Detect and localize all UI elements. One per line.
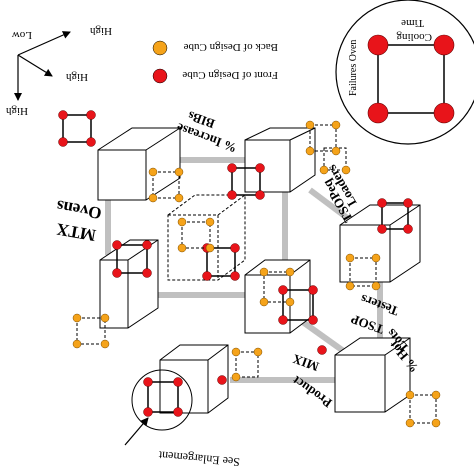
- enlargement-square: [377, 44, 445, 114]
- legend-front-label: Front of Design Cube: [182, 69, 278, 81]
- back-squares: [72, 120, 441, 428]
- see-enlargement-label: See Enlargement: [157, 448, 240, 469]
- see-enlargement: See Enlargement: [124, 417, 240, 469]
- label-ovens: Ovens: [55, 196, 103, 223]
- axis-high-down-label: High: [6, 105, 29, 117]
- legend: Back of Design Cube Front of Design Cube: [152, 40, 278, 84]
- axis-arrow-diagonal: [17, 54, 53, 77]
- enlargement-node: [367, 102, 389, 124]
- label-mix: MIX: [290, 351, 321, 374]
- enlargement-left-label: Failures Oven: [348, 40, 359, 96]
- label-mtx: MTX: [54, 219, 97, 245]
- axis-arrow-right: [17, 31, 71, 56]
- legend-back-marker: [152, 40, 168, 56]
- enlargement-circle: Time Cooling Failures Oven: [335, 0, 474, 145]
- enlargement-node: [433, 34, 455, 56]
- cubes: [97, 127, 421, 414]
- axis-indicator: Low High High High: [6, 25, 113, 117]
- legend-front-marker: [152, 68, 168, 84]
- axis-high-diagonal-label: High: [66, 71, 89, 83]
- enlargement-cooling-label: Cooling: [396, 31, 432, 43]
- enlargement-node: [367, 34, 389, 56]
- enlargement-time-label: Time: [401, 17, 424, 29]
- enlargement-node: [433, 102, 455, 124]
- axis-low-label: Low: [12, 29, 32, 41]
- axis-high-right-label: High: [90, 25, 113, 37]
- see-enlargement-arrow: [124, 417, 149, 446]
- legend-back-label: Back of Design Cube: [183, 41, 278, 53]
- design-squares: [58, 110, 413, 431]
